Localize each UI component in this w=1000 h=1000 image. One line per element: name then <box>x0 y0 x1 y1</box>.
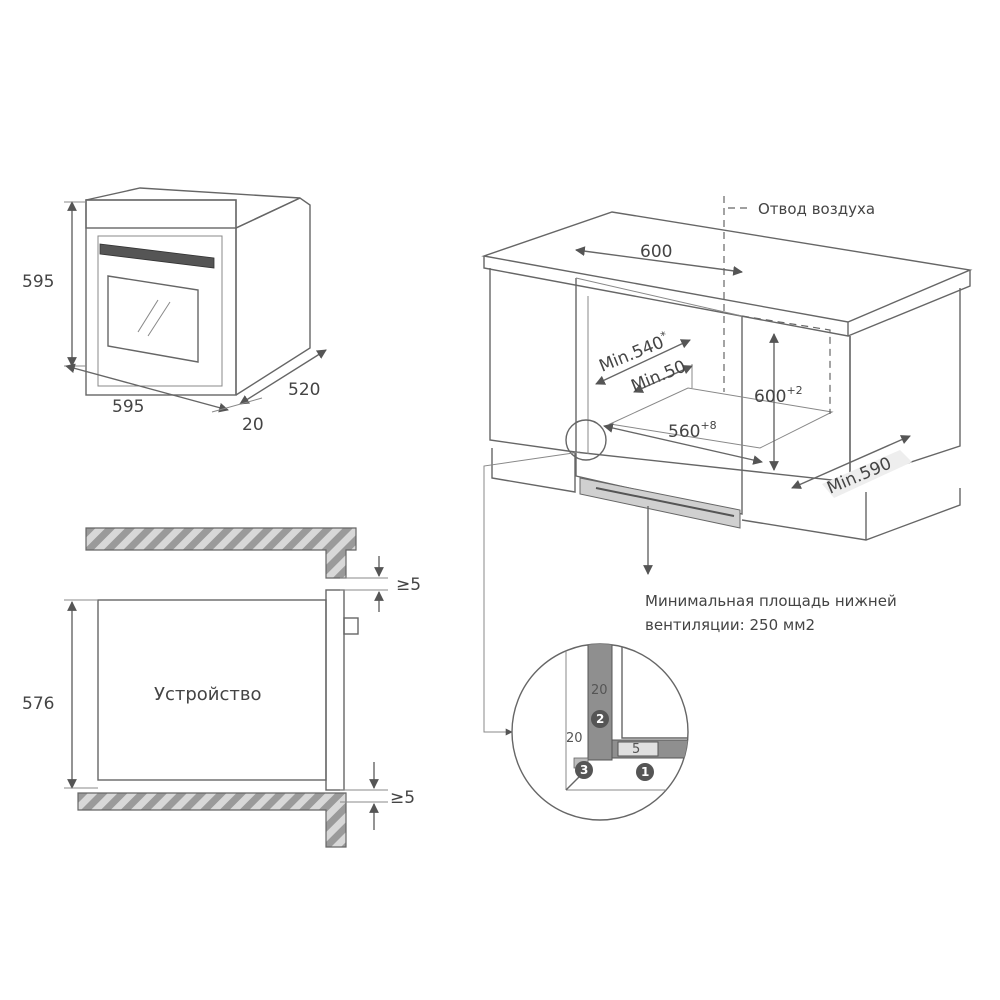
section-bottom-shelf <box>77 792 347 848</box>
badge-3: 3 <box>575 761 593 779</box>
oven-perspective-view: 595 595 520 20 <box>22 187 327 435</box>
niche-floor <box>608 387 834 449</box>
niche-opening <box>575 278 743 515</box>
detail-vertical-panel <box>587 644 613 761</box>
niche-width-600-label: 600 <box>640 242 672 262</box>
niche-width-560-label: 560+8 <box>668 419 717 442</box>
oven-height-label: 595 <box>22 272 54 292</box>
badge-1: 1 <box>636 763 654 781</box>
section-top-shelf <box>85 527 357 579</box>
ventilation-slot <box>579 477 741 529</box>
section-view: Устройство 576 ≥5 ≥5 <box>22 527 421 848</box>
detail-view: 20 20 5 2 3 1 <box>511 643 689 821</box>
niche-width-560-tol: +8 <box>700 419 716 432</box>
niche-height-tol: +2 <box>786 384 802 397</box>
ventilation-note-line1: Минимальная площадь нижней <box>645 592 897 610</box>
detail-dim-left: 20 <box>566 731 583 746</box>
detail-dim-bottom: 5 <box>632 742 640 757</box>
ventilation-note-line2: вентиляции: 250 мм2 <box>645 616 815 634</box>
air-outlet-label: Отвод воздуха <box>758 200 875 218</box>
oven-depth-label: 520 <box>288 380 320 400</box>
oven-top-surface <box>85 187 301 229</box>
gap-bottom-label: ≥5 <box>390 788 415 808</box>
device-front-panel <box>325 589 345 791</box>
gap-top-label: ≥5 <box>396 575 421 595</box>
oven-width-label: 595 <box>112 397 144 417</box>
min-width-label: Min.590 <box>824 454 894 499</box>
oven-window <box>107 275 199 363</box>
svg-text:3: 3 <box>580 763 588 777</box>
niche-height-label: 600+2 <box>754 384 803 407</box>
oven-front-thickness-label: 20 <box>242 415 264 435</box>
detail-dim-top: 20 <box>591 683 608 698</box>
detail-marker-circle <box>565 419 607 461</box>
oven-handle <box>99 243 215 269</box>
svg-text:1: 1 <box>641 765 649 779</box>
countertop <box>481 211 973 323</box>
section-height-label: 576 <box>22 694 54 714</box>
cabinet-view: Отвод воздуха 600 Min.540* Min.50 600+2 … <box>481 196 973 736</box>
detail-spacer <box>617 741 659 757</box>
badge-2: 2 <box>591 710 609 728</box>
device-label: Устройство <box>154 684 262 705</box>
oven-side-face <box>235 197 311 396</box>
svg-text:2: 2 <box>596 712 604 726</box>
cabinet-plinth <box>491 448 576 493</box>
oven-control-panel <box>85 199 237 229</box>
device-handle <box>343 617 359 635</box>
niche-width-560-value: 560 <box>668 422 700 442</box>
niche-height-value: 600 <box>754 387 786 407</box>
min-depth-note: * <box>659 329 669 343</box>
